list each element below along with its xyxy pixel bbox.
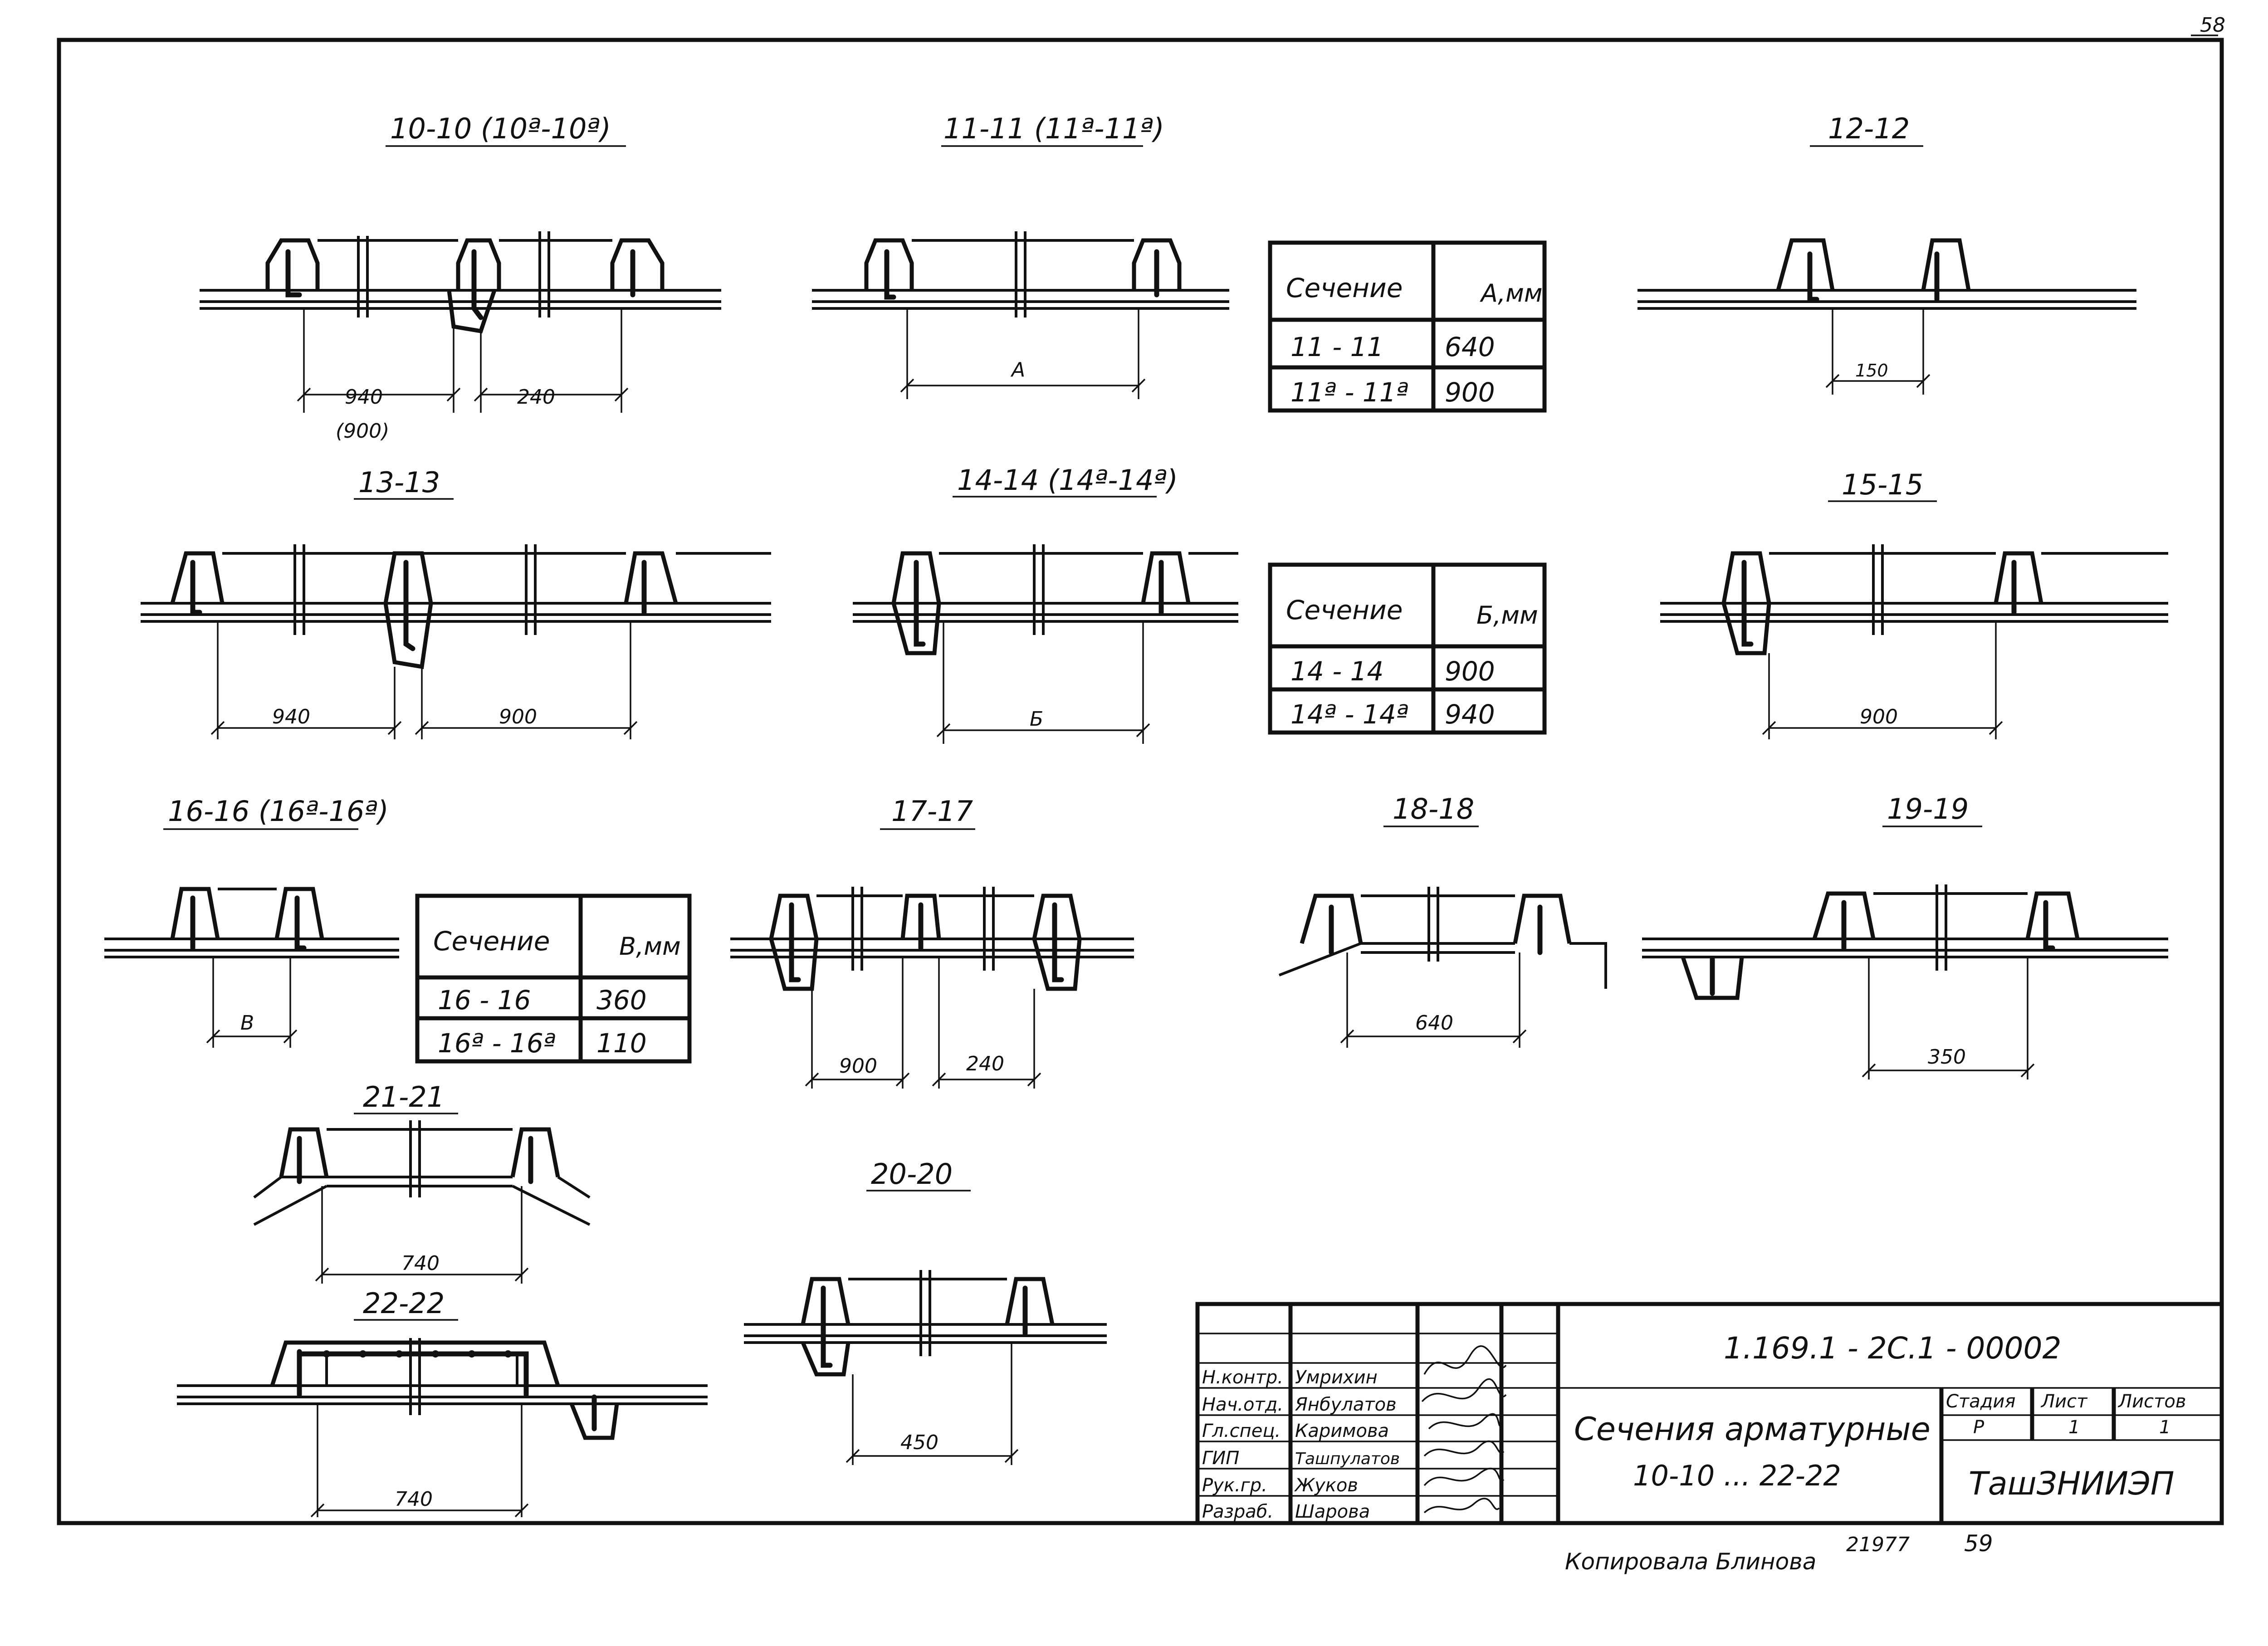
drawing-subtitle: 10-10 ... 22-22 (1633, 1459, 1841, 1492)
page-number: 58 (2200, 14, 2225, 37)
section-title: 18-18 (1393, 792, 1474, 825)
sig-name: Умрихин (1295, 1367, 1378, 1388)
sig-name: Янбулатов (1295, 1394, 1397, 1415)
sig-name: Шарова (1295, 1501, 1370, 1522)
sig-name: Ташпулатов (1295, 1450, 1400, 1468)
table-v: Сечение В,мм 16 - 16 360 16ª - 16ª 110 (415, 894, 692, 1064)
table-cell: 11ª - 11ª (1290, 377, 1408, 408)
drawing-title: Сечения арматурные (1574, 1411, 1931, 1448)
dim-label: 240 (966, 1052, 1004, 1075)
dim-label: 640 (1415, 1011, 1453, 1035)
section-14-14: 14-14 (14ª-14ª) Б (853, 464, 1238, 744)
table-cell: 900 (1445, 656, 1495, 687)
copied-by: Копировала Блинова (1565, 1548, 1816, 1575)
stage-value: Р (1973, 1417, 1984, 1438)
sheet-value: 1 (2068, 1417, 2080, 1438)
table-header: Б,мм (1476, 601, 1538, 630)
section-title: 22-22 (363, 1287, 445, 1320)
section-title: 19-19 (1887, 792, 1969, 825)
section-title: 14-14 (14ª-14ª) (957, 464, 1178, 497)
section-title: 11-11 (11ª-11ª) (943, 112, 1164, 145)
table-cell: 16 - 16 (438, 985, 531, 1016)
organization: ТашЗНИИЭП (1969, 1465, 2174, 1502)
table-cell: 900 (1445, 377, 1495, 408)
section-13-13: 13-13 940 900 (141, 466, 771, 739)
sheets-value: 1 (2159, 1417, 2170, 1438)
section-title: 12-12 (1828, 112, 1910, 145)
table-cell: 640 (1445, 332, 1495, 362)
sig-role: Нач.отд. (1202, 1394, 1283, 1415)
table-header: Сечение (433, 926, 550, 957)
sig-role: Разраб. (1202, 1501, 1273, 1522)
section-19-19: 19-19 350 (1642, 792, 2168, 1079)
sheets-header: Листов (2117, 1391, 2186, 1412)
table-cell: 940 (1445, 699, 1495, 730)
dim-label: 900 (499, 705, 537, 728)
dim-label: 240 (517, 386, 555, 409)
section-18-18: 18-18 640 (1278, 792, 1607, 1048)
sig-name: Жуков (1294, 1475, 1358, 1496)
section-title: 16-16 (16ª-16ª) (168, 795, 389, 828)
title-block: 1.169.1 - 2C.1 - 00002 Сечения арматурны… (1195, 1302, 2224, 1525)
section-17-17: 17-17 900 240 (730, 795, 1134, 1089)
signature-scribbles (1421, 1345, 1507, 1514)
dim-label: 450 (900, 1431, 938, 1454)
dim-label: 900 (839, 1055, 877, 1078)
sig-role: Рук.гр. (1202, 1475, 1267, 1496)
section-15-15: 15-15 900 (1660, 468, 2168, 739)
dim-label: 740 (401, 1252, 440, 1275)
sig-role: Н.контр. (1202, 1367, 1283, 1388)
table-header: В,мм (619, 932, 681, 961)
dim-label: 350 (1928, 1045, 1966, 1069)
table-cell: 11 - 11 (1290, 332, 1383, 362)
section-title: 10-10 (10ª-10ª) (390, 112, 611, 145)
table-b: Сечение Б,мм 14 - 14 900 14ª - 14ª 940 (1268, 562, 1547, 735)
section-22-22: 22-22 740 (177, 1287, 708, 1518)
dim-label: 940 (272, 705, 310, 728)
table-header: Сечение (1286, 595, 1403, 625)
table-a: Сечение А,мм 11 - 11 640 11ª - 11ª 900 (1268, 240, 1547, 413)
section-20-20: 20-20 450 (744, 1158, 1107, 1465)
table-header: А,мм (1480, 279, 1543, 308)
archive-number: 21977 (1846, 1533, 1910, 1556)
section-title: 17-17 (891, 795, 973, 828)
table-cell: 14ª - 14ª (1290, 699, 1408, 730)
stage-header: Стадия (1946, 1391, 2015, 1412)
table-cell: 110 (596, 1028, 647, 1059)
section-title: 21-21 (363, 1080, 445, 1114)
document-code: 1.169.1 - 2C.1 - 00002 (1724, 1331, 2061, 1366)
section-10-10: 10-10 (10ª-10ª) 940 (900) 240 (200, 112, 721, 443)
sheet-header: Лист (2040, 1391, 2088, 1412)
dim-label: 740 (395, 1488, 433, 1511)
sig-role: Гл.спец. (1202, 1421, 1281, 1441)
section-21-21: 21-21 740 (253, 1080, 591, 1284)
section-title: 20-20 (871, 1158, 953, 1191)
section-title: 13-13 (358, 466, 440, 499)
dim-label: (900) (336, 420, 389, 443)
section-11-11: 11-11 (11ª-11ª) A (812, 112, 1229, 399)
dim-label: B (240, 1011, 254, 1035)
dim-label: 940 (345, 386, 383, 409)
table-cell: 360 (596, 985, 647, 1016)
sheet-frame (57, 38, 2224, 1525)
sheet-number: 59 (1964, 1530, 1993, 1557)
sig-name: Каримова (1295, 1421, 1389, 1441)
table-cell: 14 - 14 (1290, 656, 1383, 687)
sig-role: ГИП (1202, 1448, 1239, 1469)
section-title: 15-15 (1842, 468, 1923, 501)
dim-label: Б (1030, 708, 1043, 731)
table-cell: 16ª - 16ª (438, 1028, 556, 1059)
dim-label: 900 (1860, 705, 1898, 728)
dim-label: A (1010, 358, 1025, 381)
dim-label: 150 (1855, 361, 1888, 381)
section-12-12: 12-12 150 (1637, 112, 2136, 395)
section-16-16: 16-16 (16ª-16ª) B (104, 795, 399, 1048)
table-header: Сечение (1286, 273, 1403, 303)
